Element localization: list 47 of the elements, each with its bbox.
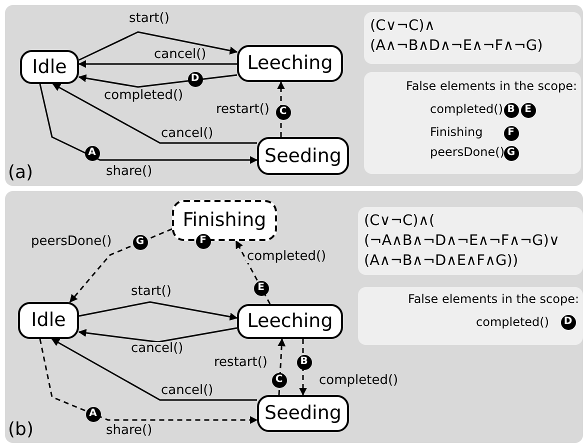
edge-label: restart() (213, 356, 268, 369)
edge-label: completed() (246, 250, 328, 263)
edge-label: start() (130, 285, 172, 298)
edge-label: completed() (318, 374, 400, 387)
edge-label: share() (105, 424, 154, 437)
panel-background (5, 5, 583, 186)
transition-arrow (51, 338, 257, 401)
formula-box: (C∨¬C)∧ (A∧¬B∧D∧¬E∧¬F∧¬G) (364, 12, 581, 64)
transition-arrow (69, 228, 172, 303)
edge-label: restart() (215, 103, 270, 116)
edge-label: completed() (103, 89, 184, 102)
state-box: Idle (20, 50, 79, 84)
scope-item: completed() (476, 316, 550, 328)
formula-box: (C∨¬C)∧( (¬A∧B∧¬D∧¬E∧¬F∧¬G)∨ (A∧¬B∧¬D∧E∧F∧G)) (358, 207, 583, 275)
scope-heading: False elements in the scope: (406, 80, 577, 92)
transition-arrow (78, 60, 237, 68)
panel-label: (b) (8, 421, 34, 439)
transition-arrow (78, 74, 238, 88)
state-box: Seeding (257, 395, 349, 432)
edge-label: peersDone() (30, 235, 113, 248)
scope-box (364, 72, 581, 174)
scope-heading: False elements in the scope: (408, 293, 579, 305)
transition-arrow (78, 301, 238, 321)
transition-arrow (39, 84, 258, 164)
edge-label: start() (128, 12, 170, 25)
state-box: Seeding (257, 137, 349, 175)
transition-arrow (78, 31, 238, 61)
transition-arrow (299, 339, 307, 396)
transition-arrow (78, 327, 238, 343)
edge-label: cancel() (130, 342, 184, 355)
edge-label: cancel() (160, 384, 214, 397)
state-box: Leeching (237, 304, 343, 339)
transition-arrow (235, 240, 271, 304)
scope-item: peersDone() (430, 146, 505, 158)
state-box: Idle (18, 302, 79, 339)
panel-background (5, 191, 583, 443)
scope-item: Finishing (430, 126, 483, 138)
state-box: Leeching (237, 45, 343, 82)
transition-arrow (39, 338, 258, 424)
panel-label: (a) (8, 164, 34, 182)
edge-label: share() (105, 165, 154, 178)
scope-box (358, 287, 583, 345)
scope-item: completed() (430, 103, 504, 115)
transition-arrow (52, 83, 257, 144)
edge-label: cancel() (160, 127, 214, 140)
edge-label: cancel() (153, 48, 208, 61)
transition-arrow (278, 338, 286, 396)
